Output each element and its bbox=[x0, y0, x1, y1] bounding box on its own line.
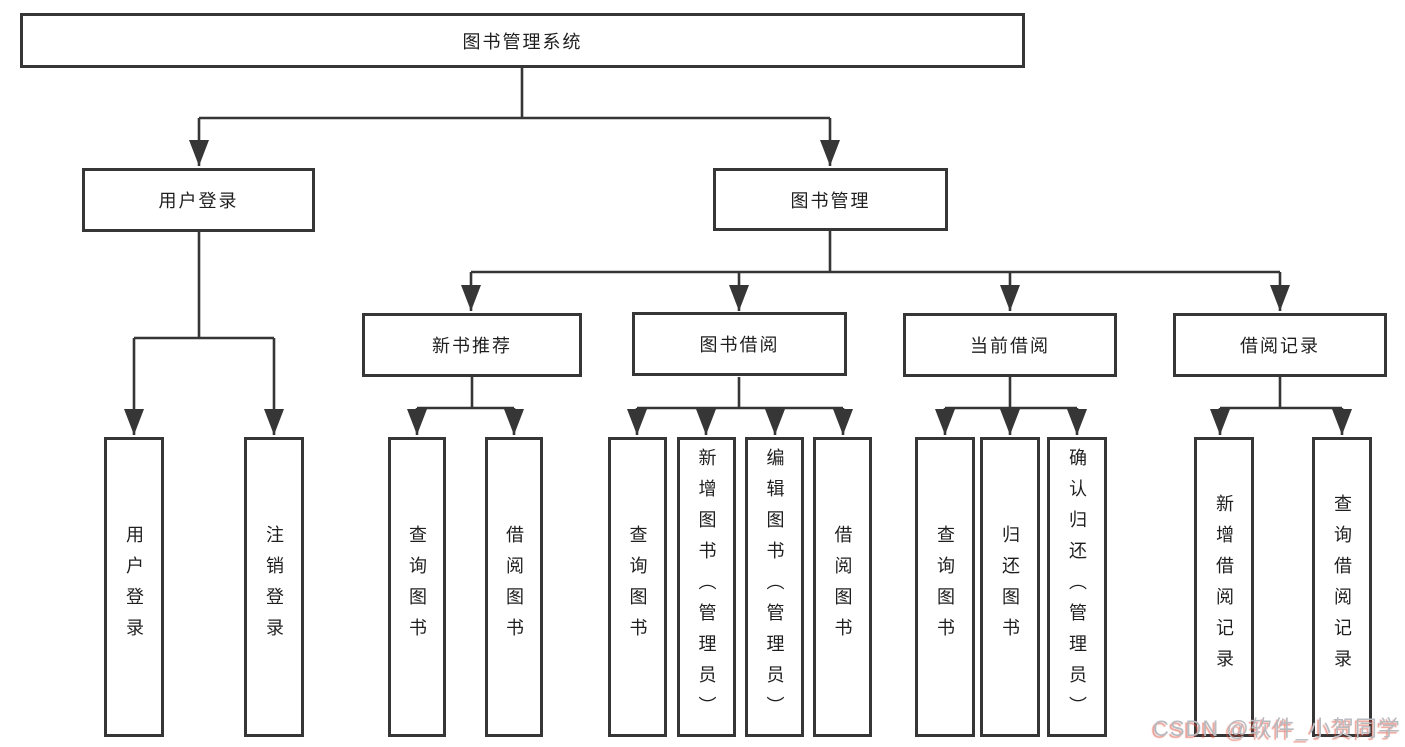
edge-lines bbox=[124, 68, 1352, 435]
node-current-borrowing: 当前借阅 bbox=[903, 313, 1117, 377]
leaf-query-borrow-record-label: 查询借阅记录 bbox=[1332, 494, 1352, 680]
leaf-query-books-recommend: 查询图书 bbox=[388, 437, 446, 737]
leaf-add-book-admin: 新增图书（管理员） bbox=[677, 437, 736, 737]
leaf-query-books-recommend-label: 查询图书 bbox=[407, 525, 427, 649]
leaf-borrow-books-recommend-label: 借阅图书 bbox=[504, 525, 524, 649]
leaf-return-books: 归还图书 bbox=[980, 437, 1040, 737]
leaf-query-books-borrow: 查询图书 bbox=[608, 437, 667, 737]
leaf-borrow-books-recommend: 借阅图书 bbox=[485, 437, 543, 737]
node-user-login: 用户登录 bbox=[82, 168, 315, 232]
leaf-add-borrow-record-label: 新增借阅记录 bbox=[1214, 494, 1234, 680]
leaf-logout: 注销登录 bbox=[244, 437, 304, 737]
csdn-watermark: CSDN @软件_小贺同学 bbox=[1152, 716, 1401, 741]
leaf-confirm-return-admin-label: 确认归还（管理员） bbox=[1067, 447, 1087, 727]
node-borrowing-records: 借阅记录 bbox=[1173, 313, 1387, 377]
node-book-management: 图书管理 bbox=[713, 168, 948, 231]
leaf-query-borrow-record: 查询借阅记录 bbox=[1312, 437, 1372, 737]
node-book-borrowing: 图书借阅 bbox=[632, 312, 847, 376]
leaf-add-book-admin-label: 新增图书（管理员） bbox=[696, 447, 717, 727]
leaf-add-borrow-record: 新增借阅记录 bbox=[1194, 437, 1254, 737]
leaf-confirm-return-admin: 确认归还（管理员） bbox=[1047, 437, 1107, 737]
leaf-logout-label: 注销登录 bbox=[264, 525, 284, 649]
leaf-user-login-label: 用户登录 bbox=[124, 525, 144, 649]
node-new-book-recommendation: 新书推荐 bbox=[362, 313, 582, 377]
leaf-query-books-current-label: 查询图书 bbox=[935, 525, 955, 649]
leaf-user-login: 用户登录 bbox=[104, 437, 164, 737]
leaf-edit-book-admin-label: 编辑图书（管理员） bbox=[764, 447, 785, 727]
node-library-management-system: 图书管理系统 bbox=[20, 13, 1025, 68]
leaf-edit-book-admin: 编辑图书（管理员） bbox=[745, 437, 804, 737]
leaf-return-books-label: 归还图书 bbox=[1000, 525, 1020, 649]
leaf-borrow-books-label: 借阅图书 bbox=[832, 525, 853, 649]
leaf-borrow-books: 借阅图书 bbox=[813, 437, 872, 737]
leaf-query-books-borrow-label: 查询图书 bbox=[627, 525, 648, 649]
leaf-query-books-current: 查询图书 bbox=[915, 437, 975, 737]
